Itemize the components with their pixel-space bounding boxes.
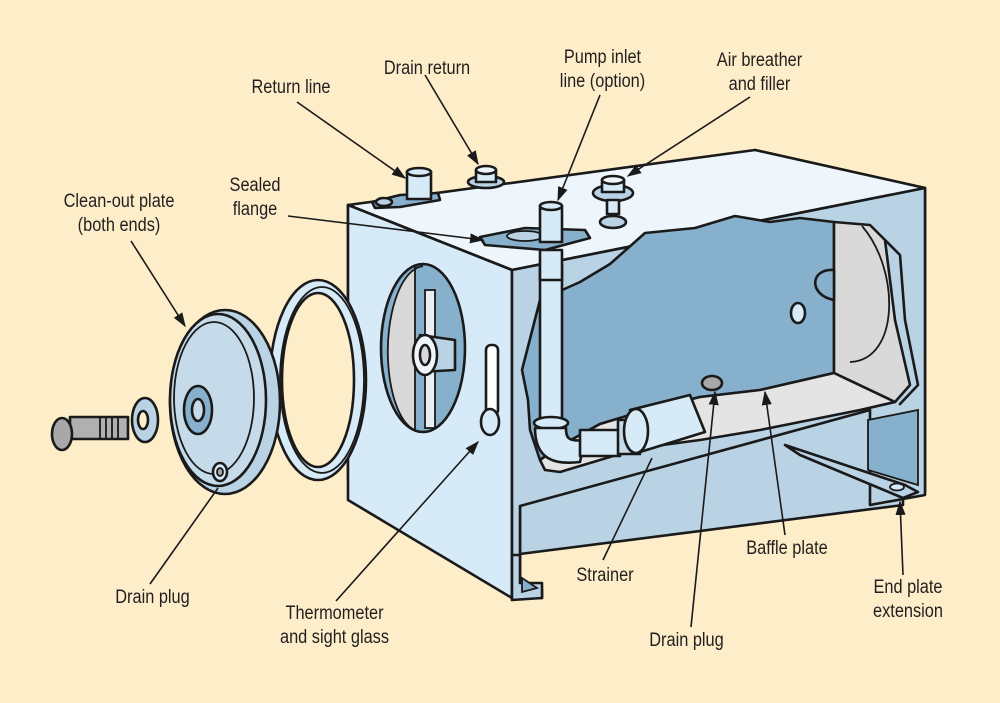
label-line: and sight glass bbox=[279, 627, 390, 648]
label-line: Return line bbox=[251, 77, 331, 98]
leader-baffle-plate bbox=[761, 390, 786, 536]
label-pump-inlet: Pump inlet line (option) bbox=[549, 46, 657, 94]
label-air-breather: Air breather and filler bbox=[706, 49, 814, 97]
return-line-fitting bbox=[370, 166, 442, 210]
label-line: flange bbox=[232, 199, 278, 220]
end-plate-extension bbox=[783, 443, 920, 500]
label-line: Drain plug bbox=[115, 587, 190, 608]
label-end-plate-extension: End plate extension bbox=[865, 576, 951, 624]
label-drain-plug-bottom: Drain plug bbox=[641, 629, 731, 653]
clean-out-plate bbox=[168, 308, 282, 496]
label-line: Sealed bbox=[229, 175, 281, 196]
label-strainer: Strainer bbox=[566, 564, 643, 588]
thermometer-sight-glass bbox=[479, 343, 501, 437]
pump-inlet-pipe bbox=[532, 263, 622, 464]
tank-front-foot bbox=[510, 553, 544, 602]
washer bbox=[130, 396, 160, 444]
leader-strainer bbox=[602, 457, 653, 561]
label-line: Baffle plate bbox=[746, 538, 828, 559]
end-face-opening bbox=[379, 262, 467, 434]
label-drain-plug-left: Drain plug bbox=[107, 586, 197, 610]
leader-drain-return bbox=[424, 74, 479, 166]
bolt bbox=[50, 415, 130, 452]
label-line: (both ends) bbox=[77, 215, 161, 236]
label-line: End plate bbox=[873, 577, 943, 598]
label-drain-return: Drain return bbox=[371, 57, 483, 81]
air-breather-filler bbox=[591, 174, 635, 230]
label-return-line: Return line bbox=[239, 76, 342, 100]
label-clean-out-plate: Clean-out plate (both ends) bbox=[55, 190, 184, 238]
leader-sealed-flange bbox=[287, 215, 485, 244]
gasket-ring bbox=[268, 278, 368, 482]
label-thermometer: Thermometer and sight glass bbox=[272, 602, 397, 650]
label-line: and filler bbox=[728, 74, 791, 95]
leader-thermometer bbox=[335, 440, 479, 602]
label-line: Pump inlet bbox=[563, 47, 642, 68]
leader-clean-out-plate bbox=[130, 240, 186, 328]
baffle-hole bbox=[789, 301, 807, 325]
leader-lines bbox=[130, 74, 906, 628]
label-line: extension bbox=[873, 601, 943, 622]
leader-air-breather bbox=[626, 96, 751, 177]
label-line: Drain return bbox=[383, 58, 471, 79]
baffle-port bbox=[814, 268, 836, 302]
strainer bbox=[616, 393, 707, 456]
label-line: Clean-out plate bbox=[63, 191, 175, 212]
sealed-flange-assembly bbox=[478, 200, 592, 282]
label-line: Thermometer bbox=[285, 603, 384, 624]
label-line: Strainer bbox=[576, 565, 634, 586]
label-line: Drain plug bbox=[649, 630, 724, 651]
leader-drain-plug-left bbox=[149, 487, 219, 585]
leader-end-plate-extension bbox=[895, 500, 906, 576]
label-baffle-plate: Baffle plate bbox=[740, 537, 835, 561]
label-line: line (option) bbox=[559, 71, 646, 92]
bottom-drain-plug bbox=[700, 374, 724, 392]
leader-return-line bbox=[296, 101, 407, 179]
label-line: Air breather bbox=[716, 50, 803, 71]
leader-drain-plug-bottom bbox=[690, 390, 719, 628]
label-sealed-flange: Sealed flange bbox=[216, 174, 293, 222]
leader-pump-inlet bbox=[557, 94, 601, 202]
drain-return-fitting bbox=[466, 164, 506, 190]
